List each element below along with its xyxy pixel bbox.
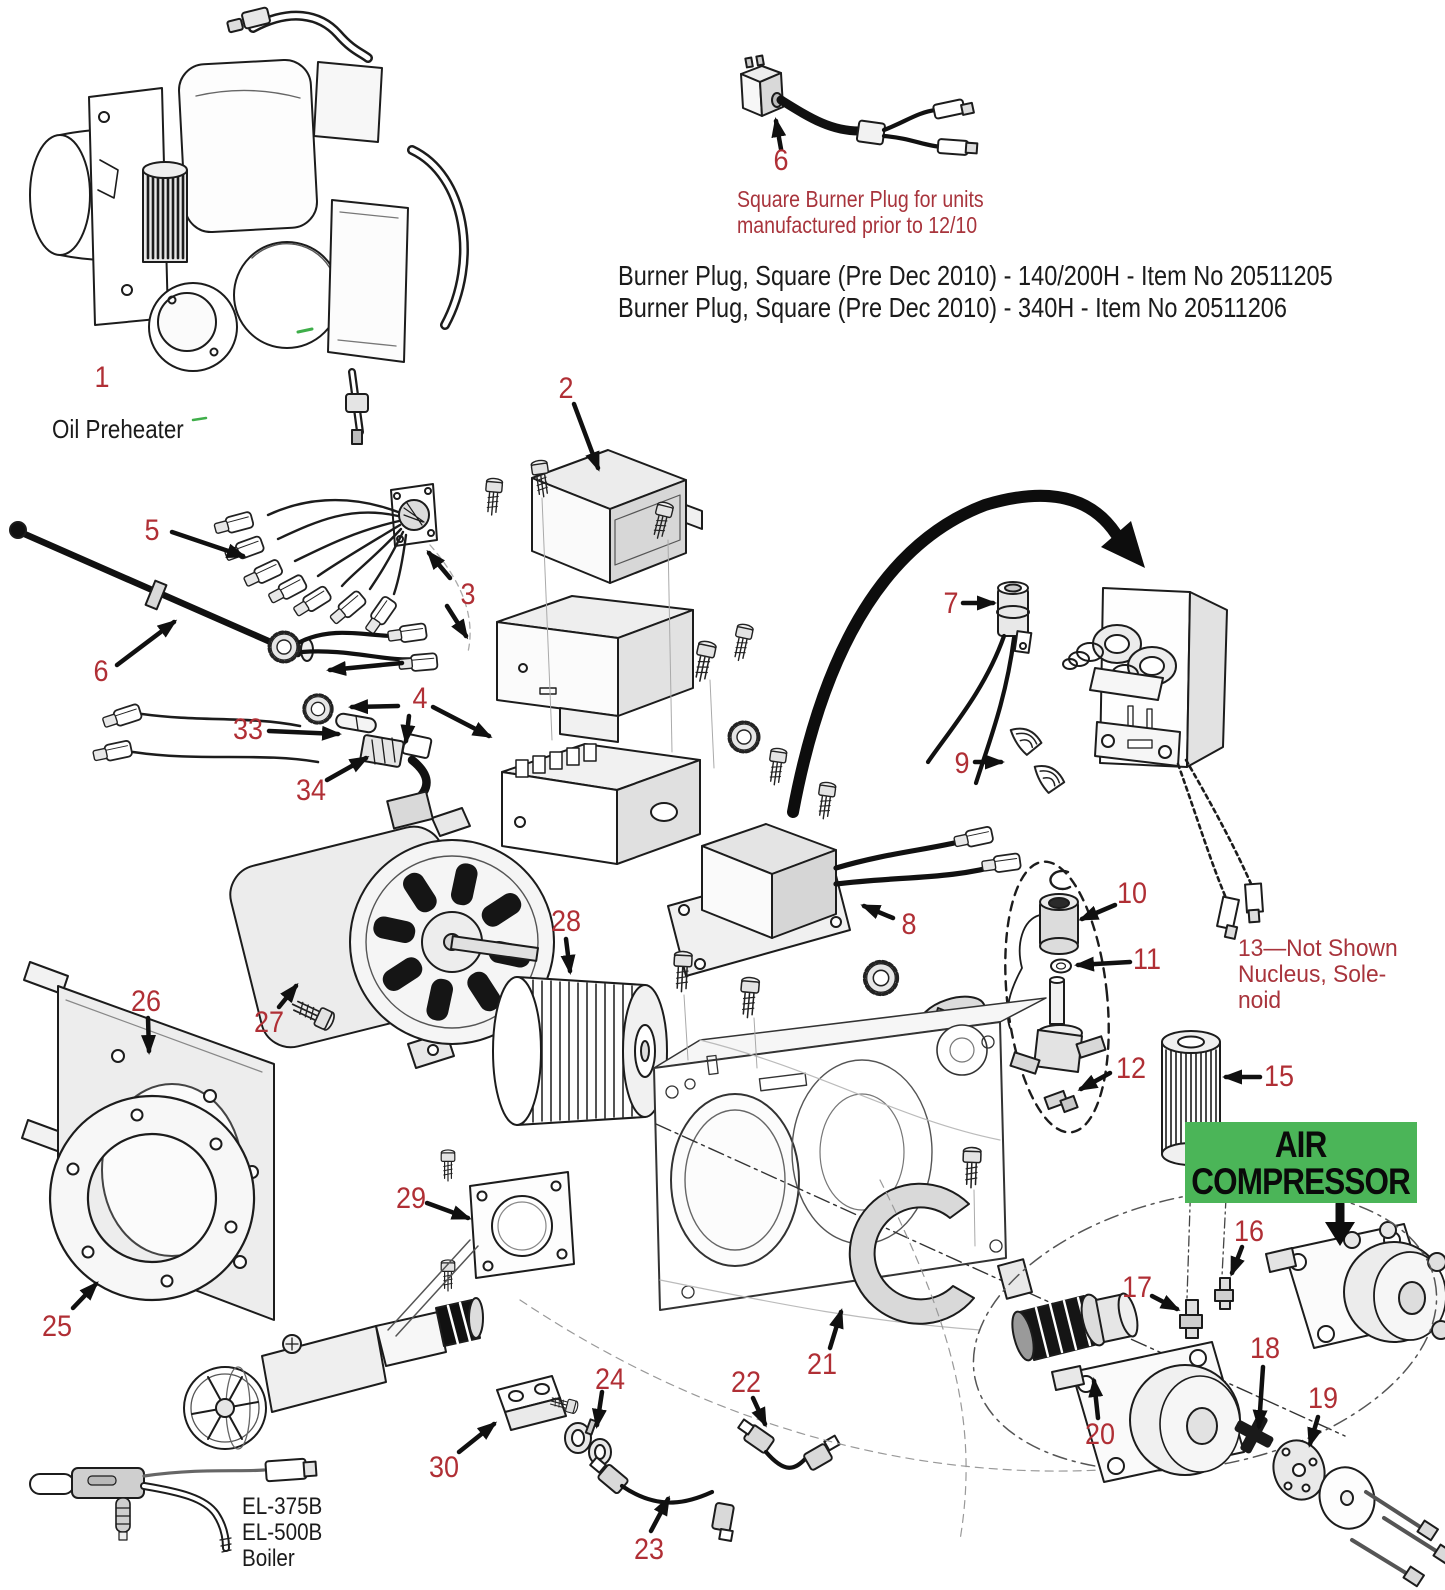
callout-34: 34	[295, 774, 327, 807]
callout-18: 18	[1249, 1332, 1281, 1365]
callout-28: 28	[550, 905, 582, 938]
fuel-pump-drawing	[183, 1239, 484, 1450]
callout-5: 5	[144, 514, 160, 547]
oil-preheater-drawing	[29, 6, 469, 445]
callout-10: 10	[1116, 877, 1148, 910]
transformer-drawing	[667, 823, 1023, 977]
air-compressor-arrow	[1325, 1199, 1355, 1246]
square-plug-note: Square Burner Plug for units manufacture…	[737, 186, 984, 238]
callout-15: 15	[1263, 1060, 1295, 1093]
callout-20: 20	[1084, 1418, 1116, 1451]
not-shown-note: 13—Not Shown Nucleus, Sole- noid	[1238, 935, 1398, 1014]
air-compressor-banner: AIR COMPRESSOR	[1185, 1122, 1417, 1203]
callout-22: 22	[730, 1366, 762, 1399]
air-compressor-label: AIR COMPRESSOR	[1191, 1123, 1412, 1202]
square-burner-plug-drawing	[740, 54, 979, 156]
callout-27: 27	[253, 1006, 285, 1039]
callout-17: 17	[1121, 1271, 1153, 1304]
bracket-clamp-drawing	[496, 1375, 612, 1466]
callout-21: 21	[806, 1348, 838, 1381]
fuel-rod-drawing	[9, 521, 439, 674]
boiler-models-label: EL-375B EL-500B Boiler	[242, 1493, 323, 1572]
coupling-fittings-drawing	[1011, 1175, 1234, 1362]
callout-9: 9	[954, 747, 970, 780]
callout-3: 3	[460, 578, 476, 611]
cover-drawing	[496, 595, 694, 743]
fuse-and-plug-drawing	[91, 693, 433, 807]
big-curved-arrow	[787, 489, 1145, 818]
control-box-drawing	[531, 449, 703, 584]
blower-wheel-drawing	[492, 976, 668, 1126]
ignition-transformer-drawing	[1062, 587, 1264, 940]
compressor-assembly-drawing	[972, 1188, 1445, 1588]
callout-7: 7	[943, 587, 959, 620]
mounting-plate-drawing	[21, 961, 275, 1321]
callout-2: 2	[558, 372, 574, 405]
callout-6-top: 6	[773, 144, 789, 177]
callout-19: 19	[1307, 1382, 1339, 1415]
oil-preheater-label: Oil Preheater	[52, 414, 184, 444]
photo-sensor-drawing	[925, 581, 1033, 786]
burner-housing-drawing	[653, 997, 1346, 1437]
callout-29: 29	[395, 1182, 427, 1215]
hardware-bolts	[482, 458, 983, 1247]
item-number-line-2: Burner Plug, Square (Pre Dec 2010) - 340…	[618, 292, 1287, 323]
inlet-plate-drawing	[440, 1149, 575, 1292]
callout-12: 12	[1115, 1052, 1147, 1085]
callout-1: 1	[94, 361, 110, 394]
spring-cones-drawing	[1004, 724, 1069, 798]
sensor-wires-drawing	[519, 1179, 1101, 1542]
callout-16: 16	[1233, 1215, 1265, 1248]
callout-30: 30	[428, 1451, 460, 1484]
callout-11: 11	[1132, 943, 1162, 976]
callout-8: 8	[901, 908, 917, 941]
callout-6-left: 6	[93, 655, 109, 688]
callout-26: 26	[130, 985, 162, 1018]
callout-4: 4	[412, 682, 428, 715]
junction-box-drawing	[501, 743, 701, 865]
igniter-drawing	[29, 1457, 318, 1553]
wire-harness-drawing	[212, 483, 471, 653]
solenoid-valve-drawing	[1004, 860, 1110, 1134]
item-number-line-1: Burner Plug, Square (Pre Dec 2010) - 140…	[618, 260, 1333, 291]
callout-24: 24	[594, 1363, 626, 1396]
callout-arrows	[70, 117, 1322, 1534]
callout-33: 33	[232, 713, 264, 746]
callout-23: 23	[633, 1533, 665, 1566]
air-compressor-drawing	[1265, 1221, 1445, 1349]
callout-25: 25	[41, 1310, 73, 1343]
